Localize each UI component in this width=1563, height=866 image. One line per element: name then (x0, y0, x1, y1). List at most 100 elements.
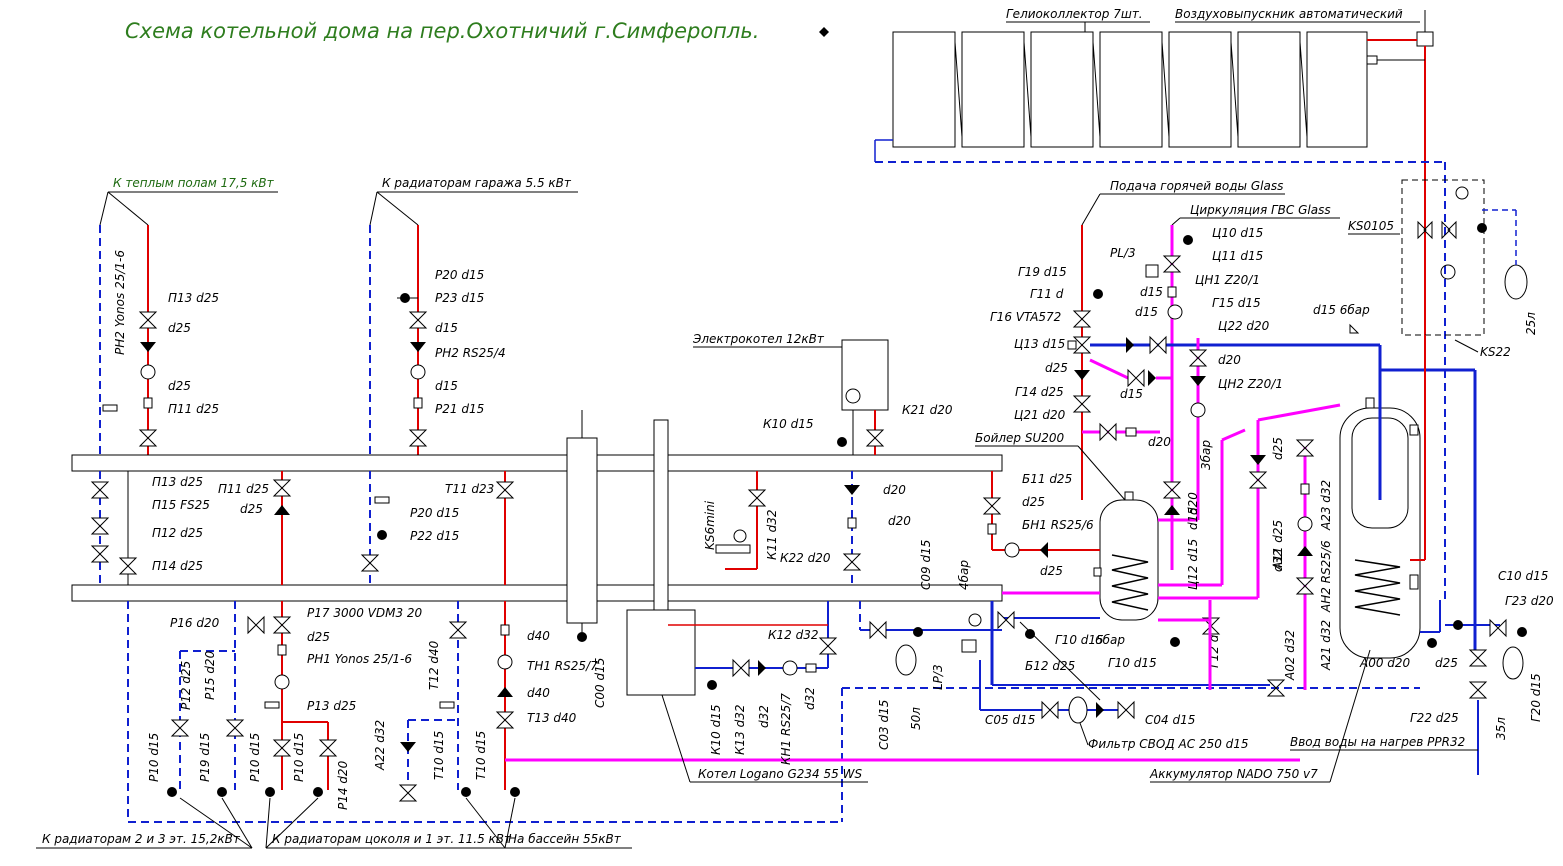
valve-g15-icon (1149, 335, 1167, 355)
valve-p15b-icon (225, 719, 245, 737)
filter-svod-icon (1068, 696, 1088, 724)
label-d15-g2: d15 (435, 379, 458, 393)
label-g16: Г16 VTA572 (990, 310, 1061, 324)
label-d25-a: d25 (168, 321, 191, 335)
valve-g11-icon (1072, 310, 1092, 328)
label-d20-k2: d20 (888, 514, 911, 528)
valve-t11-icon (495, 481, 515, 499)
label-d25-p: d25 (240, 502, 263, 516)
label-d15-g15: d15 (1135, 305, 1158, 319)
label-b11-d25: Б11 d25 (1022, 472, 1072, 486)
label-d20-k: d20 (883, 483, 906, 497)
g10b-drain-icon (1170, 637, 1180, 647)
valve-p12b-icon (170, 719, 190, 737)
label-d25-acc: d25 (1435, 656, 1458, 670)
label-a11-d25: А11 d25 (1271, 520, 1285, 571)
label-bar4: 4бар (957, 560, 971, 590)
label-ks0105: KS0105 (1348, 219, 1394, 233)
solar-collectors (892, 31, 1368, 148)
pump-ah2-icon (1297, 516, 1313, 532)
label-p20b-d15: Р20 d15 (410, 506, 459, 520)
label-k10b-d15: К10 d15 (709, 705, 723, 756)
pump-ph2-rs-icon (410, 364, 426, 380)
label-p15-d20v: Р15 d20 (203, 650, 217, 700)
gauge-p20b-icon (377, 530, 387, 540)
valve-pp13-icon (90, 481, 110, 499)
label-d15-g1: d15 (435, 321, 458, 335)
valve-g23-icon (1489, 618, 1507, 638)
a00-gauge-icon (1427, 638, 1437, 648)
ks0105-gauge-icon (1477, 223, 1487, 233)
label-g11-d: Г11 d (1030, 287, 1064, 301)
valve-k12-icon (818, 637, 838, 655)
label-50l: 50л (909, 707, 923, 730)
label-floor-heat: К теплым полам 17,5 кВт (113, 176, 275, 190)
g19-gauge-icon (1093, 289, 1103, 299)
valve-g22-icon (1468, 649, 1488, 667)
label-g22-d25: Г22 d25 (1410, 711, 1459, 725)
label-p16-d20: Р16 d20 (170, 616, 220, 630)
filter-a23-icon (1300, 483, 1310, 495)
ks0105-valve-2-icon (1441, 220, 1457, 240)
pump-ch2-icon (1190, 402, 1206, 418)
label-d40-a: d40 (527, 629, 550, 643)
label-g10-d15: Г10 d15 (1055, 633, 1104, 647)
label-d20-c21: d20 (1148, 435, 1171, 449)
label-electroboiler: Электрокотел 12кВт (692, 332, 825, 346)
label-d15-c12: d15 (1186, 507, 1200, 530)
filter-t-icon (500, 624, 510, 636)
boiler-logano (626, 609, 696, 696)
header-supply (71, 454, 1003, 472)
ks0105-manometer-icon (1455, 186, 1469, 200)
label-c13-d15: Ц13 d15 (1014, 337, 1065, 351)
drain-6-icon (510, 787, 520, 797)
label-k21-d20: К21 d20 (902, 403, 953, 417)
label-d25-a2: d25 (1271, 437, 1285, 460)
label-garage: К радиаторам гаража 5.5 кВт (382, 176, 572, 190)
drain-2-icon (217, 787, 227, 797)
valve-p12-icon (90, 545, 110, 563)
g10-drain-icon (1025, 629, 1035, 639)
valve-k11-icon (747, 489, 767, 507)
ks6mini-gauge-icon (733, 529, 747, 543)
label-p20-d15: Р20 d15 (435, 268, 484, 282)
label-p10-d15v-a: Р10 d15 (147, 733, 161, 782)
valve-g14-icon (1072, 395, 1092, 413)
pump-ch1-icon (1167, 304, 1183, 320)
label-bar3: 3бар (1199, 440, 1213, 470)
boiler-su200-coil (1111, 554, 1149, 611)
valve-a-icon (1248, 471, 1268, 489)
valve-p13b-icon (272, 739, 292, 757)
label-boiler-su: Бойлер SU200 (975, 431, 1065, 445)
expansion-tank-35l (1502, 646, 1524, 680)
filter-kh1-icon (805, 663, 817, 673)
ks0105-group (1401, 179, 1485, 336)
label-p10-d15v-b: Р10 d15 (248, 733, 262, 782)
drain-1-icon (167, 787, 177, 797)
ks0105-valve-1-icon (1417, 220, 1433, 240)
valve-p16-icon (247, 615, 265, 635)
check-valve-a22-icon (400, 742, 416, 752)
label-pp13-d25: П13 d25 (152, 475, 203, 489)
label-a00-d20: А00 d20 (1359, 656, 1411, 670)
label-a23-d32: А23 d32 (1319, 480, 1333, 531)
label-ah2: АН2 RS25/6 (1319, 540, 1333, 613)
c10-gauge-icon (1183, 235, 1193, 245)
label-p22-d15: Р22 d15 (410, 529, 459, 543)
label-a02-d32: А02 d32 (1283, 630, 1297, 681)
label-p21-d15: Р21 d15 (435, 402, 484, 416)
label-c11-d15: Ц11 d15 (1212, 249, 1263, 263)
check-valve-k13-icon (758, 660, 766, 676)
filter-floor-icon (143, 397, 153, 409)
filter-c21-icon (1125, 427, 1137, 437)
filter-ch1-icon (1167, 286, 1177, 298)
lp3-sensor-icon (961, 639, 977, 653)
pump-ph1-yonos-icon (274, 674, 290, 690)
valve-b11-icon (982, 497, 1002, 515)
label-boiler-logano: Котел Logano G234 55 WS (698, 767, 862, 781)
drain-5-icon (461, 787, 471, 797)
valve-c04-icon (1117, 700, 1135, 720)
header-return (71, 584, 1003, 602)
valve-p14-icon (118, 557, 138, 575)
label-ph1-yonos: РН1 Yonos 25/1-6 (307, 652, 412, 666)
